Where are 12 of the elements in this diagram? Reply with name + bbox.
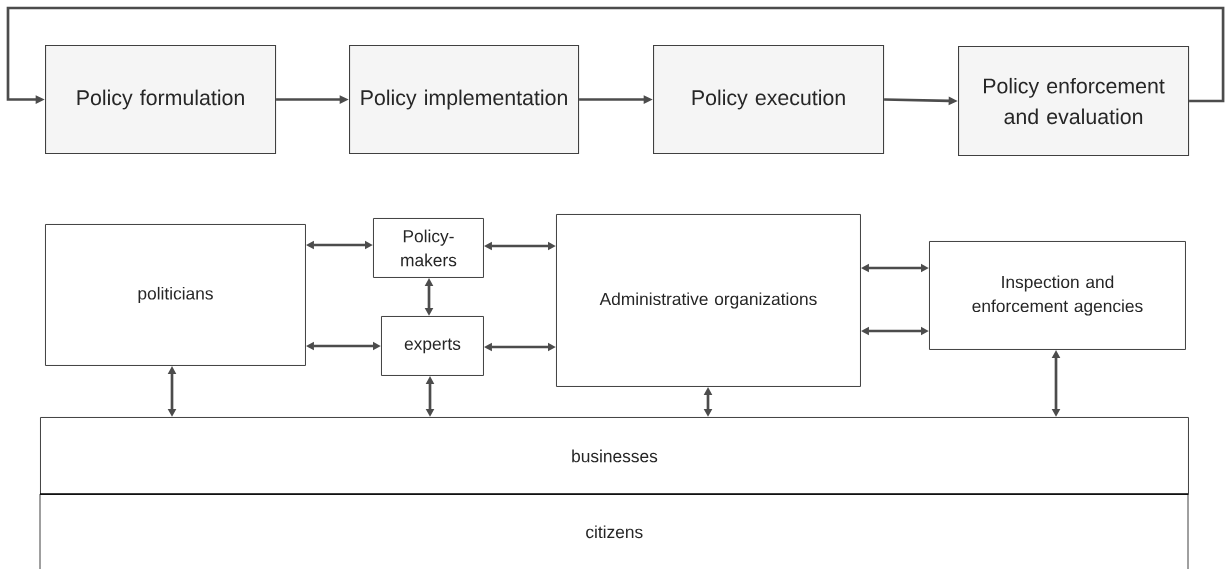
actor-box: politicians <box>45 224 306 366</box>
actor-box: experts <box>381 316 484 376</box>
arrow <box>6 6 1225 104</box>
actor-box: Inspection and enforcement agencies <box>929 241 1186 350</box>
process-box: Policy implementation <box>349 45 580 155</box>
process-box: Policy execution <box>653 45 885 155</box>
group-band: businesses <box>40 417 1189 495</box>
process-box: Policy formulation <box>45 45 277 155</box>
process-box: Policy enforcement and evaluation <box>958 46 1190 157</box>
actor-box: Administrative organizations <box>556 214 861 387</box>
group-band: citizens <box>39 493 1189 569</box>
actor-box: Policy- makers <box>373 218 484 278</box>
